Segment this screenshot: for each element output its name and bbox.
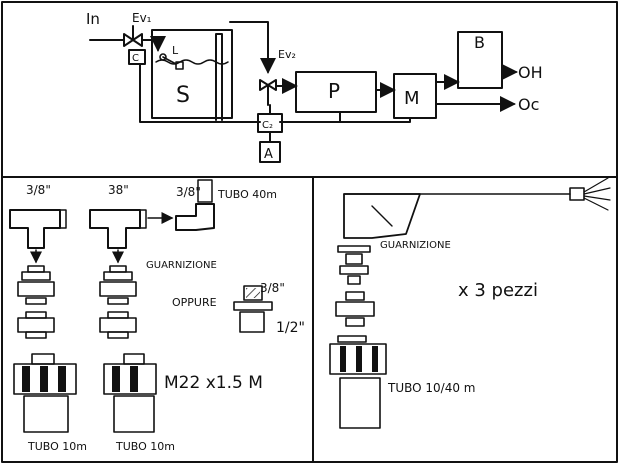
tank-s-label: S [176, 83, 190, 108]
controller-c-label: C [132, 53, 139, 64]
tee-fitting-2 [89, 209, 141, 249]
controller-c-box [128, 49, 146, 65]
gasket-label: GUARNIZIONE [146, 260, 217, 271]
nozzle-tubo-label: TUBO 10/40 m [387, 381, 475, 395]
fitting-stack-2 [99, 265, 157, 433]
inlet-label: In [86, 10, 100, 28]
mixer-m-label: M [404, 88, 420, 109]
level-float [159, 53, 167, 61]
tee-fitting-1 [9, 209, 61, 249]
level-label: L [172, 44, 179, 57]
ev2-valve-symbol [259, 79, 277, 91]
tubo-40-label: TUBO 40m [217, 188, 277, 201]
system-schematic: In Ev₁ C L Ev₂ S P M B C₂ A OH Oc [86, 10, 543, 163]
spray-lines [583, 177, 611, 211]
ev1-valve-symbol [123, 33, 143, 47]
fitting-stack-1 [13, 265, 77, 433]
alt-size-bottom-label: 1/2" [276, 320, 305, 336]
water-level-line [155, 59, 229, 65]
alternative-fitting [233, 285, 273, 333]
alt-size-top-label: 3/8" [260, 281, 285, 295]
lance-tip [569, 187, 585, 201]
nozzle-panel: GUARNIZIONE x 3 pezzi TUBO 10/40 m [329, 177, 611, 429]
pump-p-label: P [328, 79, 340, 103]
mixer-m-box [393, 73, 437, 119]
quantity-label: x 3 pezzi [458, 280, 538, 301]
boiler-b-label: B [474, 33, 485, 52]
size-label-1: 3/8" [26, 183, 51, 197]
level-sensor [175, 61, 184, 70]
tank-outlet-pipe [229, 21, 276, 74]
additive-a-label: A [264, 147, 273, 162]
tubo-right-label: TUBO 10m [115, 440, 175, 453]
thread-spec-label: M22 x1.5 M [164, 373, 263, 393]
elbow-fitting [175, 203, 215, 231]
hot-outlet-label: OH [518, 63, 543, 82]
nozzle-gasket-label: GUARNIZIONE [380, 240, 451, 251]
tank-return-pipe [215, 33, 223, 121]
cold-outlet-label: Oc [518, 95, 539, 114]
pump-p-box [295, 71, 377, 113]
size-label-2: 38" [108, 183, 129, 197]
fittings-panel: 3/8" 38" 3/8" TUBO 40m GUARNIZIONE OPPUR… [9, 179, 305, 453]
tank-s-box [151, 29, 233, 119]
boiler-b-box [457, 31, 503, 89]
return-loop-left [139, 63, 261, 123]
nozzle-stack [329, 245, 387, 429]
tubo-left-label: TUBO 10m [27, 440, 87, 453]
size-label-3: 3/8" [176, 185, 201, 199]
ev2-label: Ev₂ [278, 48, 296, 61]
additive-a-box [259, 141, 281, 163]
return-loop-right [279, 117, 411, 123]
ev1-label: Ev₁ [132, 11, 152, 25]
controller-c2-label: C₂ [262, 120, 273, 131]
or-label: OPPURE [172, 296, 217, 309]
